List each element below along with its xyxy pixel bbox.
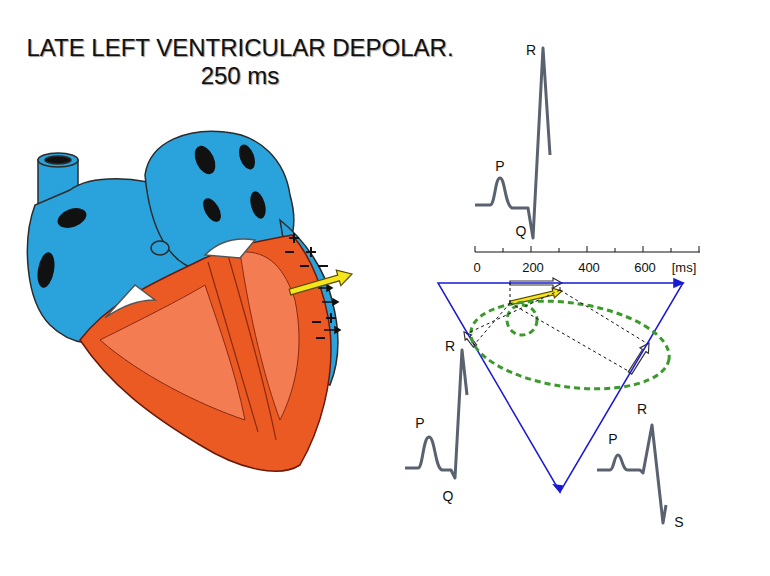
charge-signs bbox=[306, 247, 316, 257]
vena-cava-top bbox=[38, 153, 78, 167]
wave-front-arrows bbox=[318, 285, 340, 333]
vessel-openings bbox=[191, 143, 220, 178]
mitral-valve bbox=[205, 239, 255, 258]
time-axis bbox=[475, 246, 700, 252]
wave-front-arrows bbox=[327, 285, 332, 291]
charge-signs bbox=[318, 265, 328, 267]
vena-cava-hole bbox=[45, 156, 71, 164]
wave-front-arrows bbox=[322, 301, 334, 303]
lead-ii-ecg bbox=[405, 350, 467, 478]
slide-title: LATE LEFT VENTRICULAR DEPOLAR. bbox=[26, 35, 453, 61]
top-ecg bbox=[475, 48, 550, 238]
projection-lines bbox=[510, 283, 511, 303]
septum-line bbox=[208, 262, 258, 432]
time-label: 250 ms bbox=[201, 63, 280, 89]
wave-label: Q bbox=[443, 489, 454, 504]
vector-arrows bbox=[289, 270, 649, 374]
wave-label: P bbox=[608, 432, 617, 447]
tick-label: 200 bbox=[522, 261, 544, 275]
tick-label: 400 bbox=[578, 261, 600, 275]
wave-label: Q bbox=[516, 224, 527, 239]
charge-signs bbox=[300, 265, 309, 267]
small-vessel bbox=[151, 241, 169, 255]
wave-label: R bbox=[526, 43, 536, 58]
vector-arrow bbox=[289, 270, 352, 295]
wave-label: R bbox=[637, 402, 647, 417]
vessel-openings bbox=[199, 195, 224, 225]
wave-front-arrows bbox=[324, 329, 336, 331]
time-axis bbox=[475, 246, 699, 252]
heart bbox=[27, 131, 337, 471]
lead-iii-ecg bbox=[597, 425, 666, 523]
vector-loop bbox=[465, 289, 675, 400]
vessel-openings bbox=[236, 142, 258, 171]
charge-signs bbox=[326, 313, 336, 323]
projection-lines bbox=[560, 283, 561, 290]
wave-label: S bbox=[674, 515, 683, 530]
lead-iii-ecg bbox=[597, 425, 666, 523]
projection-lines bbox=[560, 290, 648, 344]
wave-label: R bbox=[445, 339, 455, 354]
charge-signs bbox=[312, 321, 321, 323]
tricuspid-valve bbox=[105, 285, 155, 318]
wave-front-arrows bbox=[335, 327, 340, 333]
projection-lines bbox=[466, 290, 560, 334]
vessel-openings bbox=[35, 251, 57, 289]
einthoven-triangle bbox=[554, 485, 562, 492]
top-ecg bbox=[475, 48, 550, 238]
tick-label: 600 bbox=[634, 261, 656, 275]
vector-loop bbox=[465, 289, 675, 400]
wave-front-arrows bbox=[333, 299, 338, 305]
lead-ii-ecg bbox=[405, 350, 467, 478]
wave-label: P bbox=[495, 159, 504, 174]
wave-label: P bbox=[415, 416, 424, 431]
tick-label: 0 bbox=[473, 261, 480, 275]
projection-lines bbox=[466, 283, 648, 372]
charge-signs bbox=[285, 251, 294, 253]
charge-signs bbox=[289, 233, 299, 243]
einthoven-triangle bbox=[674, 279, 683, 287]
right-ventricle-cavity bbox=[100, 285, 245, 420]
projection-lines bbox=[474, 303, 510, 345]
vessel-openings bbox=[55, 204, 89, 231]
septum-line bbox=[228, 255, 276, 440]
vessel-openings bbox=[248, 190, 269, 221]
vector-arrow bbox=[510, 288, 562, 305]
left-ventricle-cavity bbox=[240, 252, 299, 420]
projection-lines bbox=[510, 303, 630, 372]
unit-label: [ms] bbox=[672, 261, 697, 275]
ventricles bbox=[80, 235, 331, 471]
charge-signs bbox=[316, 337, 325, 339]
